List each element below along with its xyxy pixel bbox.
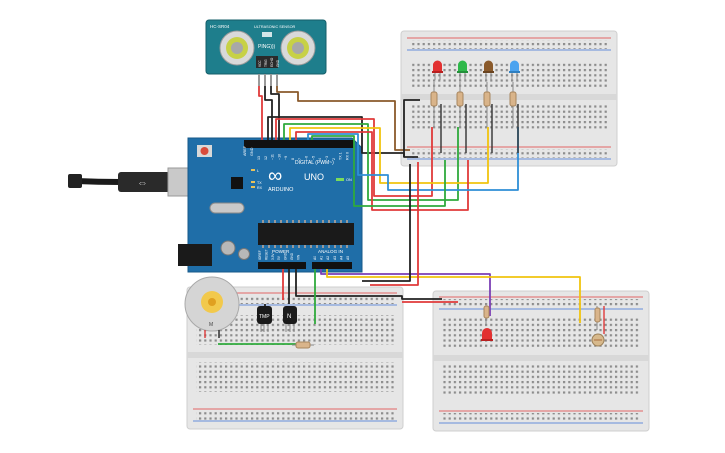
wire-blue-led <box>307 127 519 191</box>
aref-label: AREF <box>243 145 247 156</box>
wire-green-2 <box>311 135 446 207</box>
pin-label: ~6 <box>305 156 309 160</box>
breadboard-top-right <box>400 30 618 167</box>
on-label: ON <box>346 178 352 182</box>
arduino-gnd-label: GND <box>250 147 254 156</box>
tx-label: TX <box>257 181 262 185</box>
pin-label: RESET <box>264 249 268 260</box>
led-green <box>457 60 468 80</box>
reset-button[interactable] <box>200 147 209 155</box>
usb-cable: ⇔ <box>68 167 199 197</box>
pin-label: GND <box>276 59 280 67</box>
analog-label: ANALOG IN <box>318 249 343 254</box>
pin-label: 4 <box>318 158 322 160</box>
pin-label: RX 0 <box>345 152 349 160</box>
tmp-sensor: TMP <box>257 306 272 332</box>
pin-label: 13 <box>257 156 261 160</box>
wire-red-led <box>275 118 433 197</box>
dc-motor: M <box>184 276 240 338</box>
digital-header-label: DIGITAL (PWM~) <box>295 160 334 166</box>
pin-label: 3.3V <box>271 253 275 260</box>
breadboard-bottom-right <box>432 290 650 432</box>
usb-icon: ⇔ <box>137 177 148 189</box>
pin-label: VCC <box>258 60 262 67</box>
pin-label: ~11 <box>271 154 275 160</box>
pin-label: A0 <box>313 256 317 260</box>
wire-black-top <box>403 99 420 157</box>
uno-label: UNO <box>304 172 324 182</box>
pin-label: 5V <box>277 255 281 260</box>
pin-label: GND <box>284 252 288 260</box>
resistor-bottom-left <box>292 341 314 349</box>
wire-green-led <box>283 123 459 201</box>
pin-label: ~10 <box>277 154 281 160</box>
transistor-label: N <box>287 314 291 320</box>
rx-label: RX <box>257 186 263 190</box>
pin-label: 2 <box>332 158 336 160</box>
pin-label: TRIG <box>264 59 268 67</box>
l-led-label: L <box>257 169 259 173</box>
pin-label: TX 1 <box>339 152 343 160</box>
wires <box>218 86 581 345</box>
led-blue <box>509 60 520 80</box>
pin-label: IOREF <box>258 250 262 260</box>
pin-label: 7 <box>298 158 302 160</box>
pin-label: ~9 <box>284 156 288 160</box>
pin-label: GND <box>290 252 294 260</box>
pin-label: A1 <box>320 256 324 260</box>
arduino-infinity-logo: ∞ <box>268 165 282 187</box>
sensor-ping-label: PING))) <box>258 44 276 50</box>
pin-label: 12 <box>264 156 268 160</box>
sensor-brand: ULTRASONIC SENSOR <box>254 25 296 29</box>
wire-gnd-2 <box>295 269 442 300</box>
pin-label: ~5 <box>311 156 315 160</box>
sensor-model: HC-SR04 <box>210 24 230 29</box>
led-red <box>432 60 443 80</box>
resistors-top <box>430 82 517 127</box>
transistor: N <box>283 306 297 332</box>
pin-label: A4 <box>339 256 343 260</box>
wire-red-2 <box>295 131 469 211</box>
wire-sensor-trig <box>264 86 273 140</box>
pin-label: ECHO <box>270 57 274 67</box>
tmp-label: TMP <box>259 314 270 320</box>
wire-red-down <box>370 162 419 286</box>
wire-black-down <box>362 164 411 282</box>
led-red-bottom <box>481 305 493 341</box>
pin-label: A5 <box>346 256 350 260</box>
pin-label: VIN <box>296 254 300 260</box>
led-ground-legs <box>440 104 519 153</box>
pin-label: A2 <box>326 256 330 260</box>
motor-label: M <box>209 322 213 328</box>
wire-a1 <box>320 269 491 316</box>
wire-sensor-gnd <box>276 86 410 151</box>
pin-label: A3 <box>333 256 337 260</box>
wire-yellow-led <box>289 127 489 184</box>
pin-label: ~3 <box>325 156 329 160</box>
led-brown <box>483 60 494 80</box>
pin-label: 8 <box>291 158 295 160</box>
power-label: POWER <box>272 249 290 254</box>
arduino-logo-text: ARDUINO <box>268 187 294 193</box>
wire-sensor-vcc <box>258 86 263 140</box>
wire-a2 <box>326 269 581 323</box>
breadboard-bottom-left <box>186 286 404 430</box>
photoresistor <box>591 306 605 347</box>
